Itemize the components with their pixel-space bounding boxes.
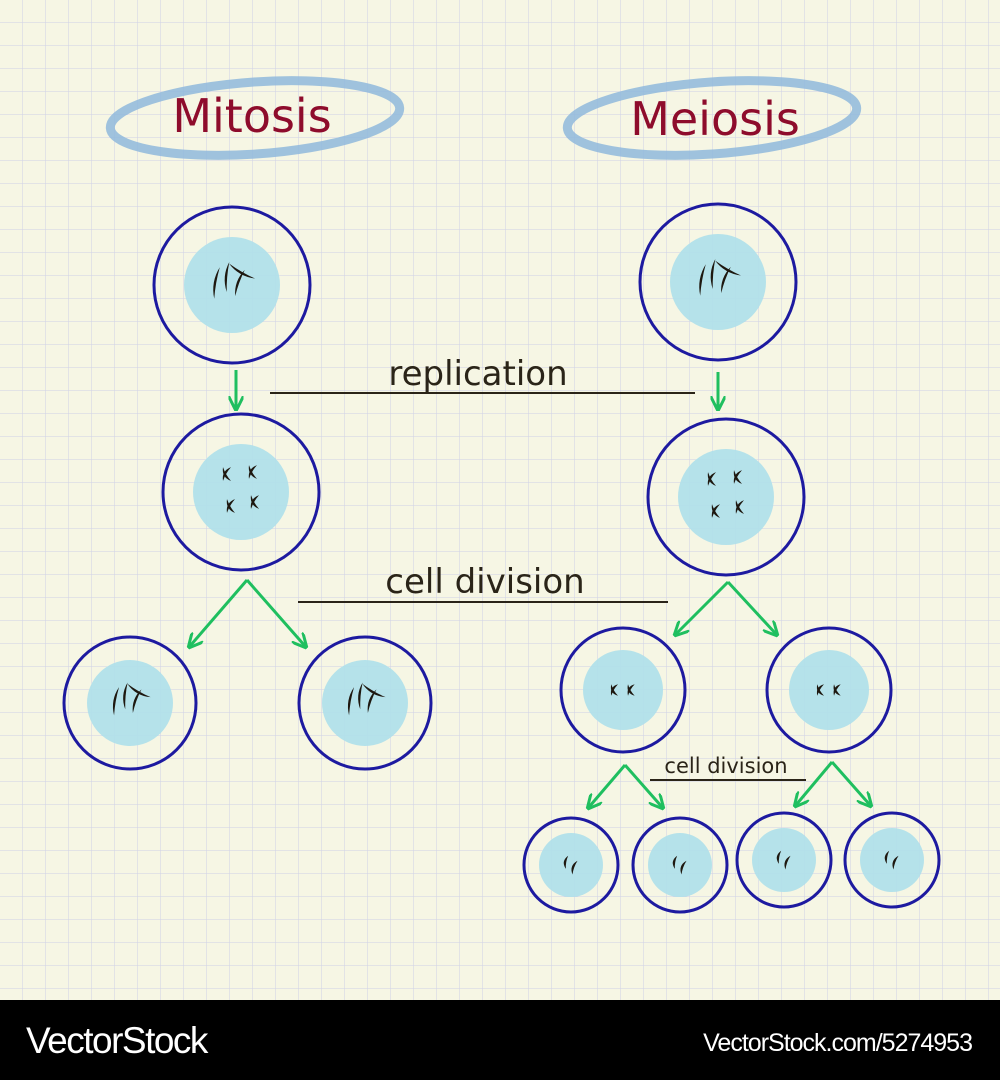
chromosome (892, 855, 899, 870)
meiosis-parent-cell (638, 202, 798, 362)
cell-membrane (646, 417, 806, 577)
grid-lines (0, 0, 1000, 1000)
chromosome (248, 465, 257, 479)
chromosome (707, 472, 716, 486)
nucleus (789, 650, 869, 730)
nucleus (184, 237, 280, 333)
cell-membrane (297, 635, 433, 771)
mitosis-title-ellipse (105, 76, 405, 160)
nucleus (860, 828, 924, 892)
mitosis-parent-cell (152, 205, 312, 365)
chromosome (627, 684, 635, 696)
nucleus (87, 660, 173, 746)
nucleus (539, 833, 603, 897)
meiosis-daughter-cell-1 (559, 626, 687, 754)
replication-label: replication (388, 354, 567, 394)
chromosome (711, 504, 720, 518)
chromosome (710, 259, 716, 289)
chromosome (222, 467, 231, 481)
meiosis-gamete-1 (522, 816, 620, 914)
nucleus (678, 449, 774, 545)
nucleus (583, 650, 663, 730)
cell-membrane (735, 811, 833, 909)
meiosis-gamete-3 (735, 811, 833, 909)
meiosis-daughter-cell-2 (765, 626, 893, 754)
chromosome (699, 264, 706, 296)
chromosome (680, 860, 687, 875)
nucleus (670, 234, 766, 330)
chromosome (672, 855, 678, 869)
mitosis-title: Mitosis (172, 89, 331, 143)
vectorstock-logo: VectorStock (26, 1020, 208, 1061)
arrow-meiosis-right (726, 580, 776, 634)
cell-membrane (638, 202, 798, 362)
meiosis-title-ellipse (562, 76, 862, 160)
chromosome (213, 267, 220, 299)
nucleus (648, 833, 712, 897)
cell-membrane (559, 626, 687, 754)
cell-membrane (152, 205, 312, 365)
chromosome (563, 855, 569, 869)
watermark-footer: VectorStock VectorStock.com/5274953 (0, 1000, 1000, 1080)
arrow-meiosis-left (676, 580, 730, 634)
meiosis-gamete-2 (631, 816, 729, 914)
arrow-gamete-4 (830, 761, 870, 805)
cell-division-label-2: cell division (664, 754, 787, 778)
chromosome (250, 495, 259, 509)
chromosome (123, 682, 128, 710)
cell-membrane (765, 626, 893, 754)
mitosis-meiosis-diagram: Mitosis Meiosis replication cell divisio… (0, 0, 1000, 1000)
cell-membrane (522, 816, 620, 914)
arrow-mitosis-left (190, 579, 249, 646)
chromosome (358, 682, 363, 710)
nucleus (193, 444, 289, 540)
meiosis-replicated-cell (646, 417, 806, 577)
chromosome (776, 850, 782, 864)
mitosis-daughter-cell-1 (62, 635, 198, 771)
chromosome (733, 470, 742, 484)
meiosis-gamete-4 (843, 811, 941, 909)
cell-membrane (631, 816, 729, 914)
cell-membrane (161, 412, 321, 572)
cell-division-label: cell division (385, 562, 584, 602)
chromosome (610, 684, 618, 696)
chromosome (833, 684, 841, 696)
chromosome (721, 266, 731, 294)
cell-membrane (62, 635, 198, 771)
cells (62, 202, 941, 914)
chromosome (224, 262, 230, 292)
chromosome (132, 689, 142, 713)
chromosome (571, 860, 578, 875)
arrow-gamete-1 (589, 764, 627, 807)
nucleus (322, 660, 408, 746)
vectorstock-url: VectorStock.com/5274953 (703, 1029, 973, 1057)
chromosome (235, 269, 245, 297)
chromosome (347, 687, 355, 716)
chromosome (226, 499, 235, 513)
cell-membrane (843, 811, 941, 909)
chromosome (112, 687, 120, 716)
chromosome (784, 855, 791, 870)
nucleus (752, 828, 816, 892)
arrow-gamete-2 (623, 764, 662, 807)
meiosis-title: Meiosis (630, 92, 800, 146)
arrows (190, 370, 870, 807)
mitosis-daughter-cell-2 (297, 635, 433, 771)
chromosome (816, 684, 824, 696)
mitosis-replicated-cell (161, 412, 321, 572)
arrow-mitosis-right (245, 579, 305, 646)
chromosome (884, 850, 890, 864)
arrow-gamete-3 (796, 761, 834, 805)
chromosome (367, 689, 377, 713)
chromosome (735, 500, 744, 514)
